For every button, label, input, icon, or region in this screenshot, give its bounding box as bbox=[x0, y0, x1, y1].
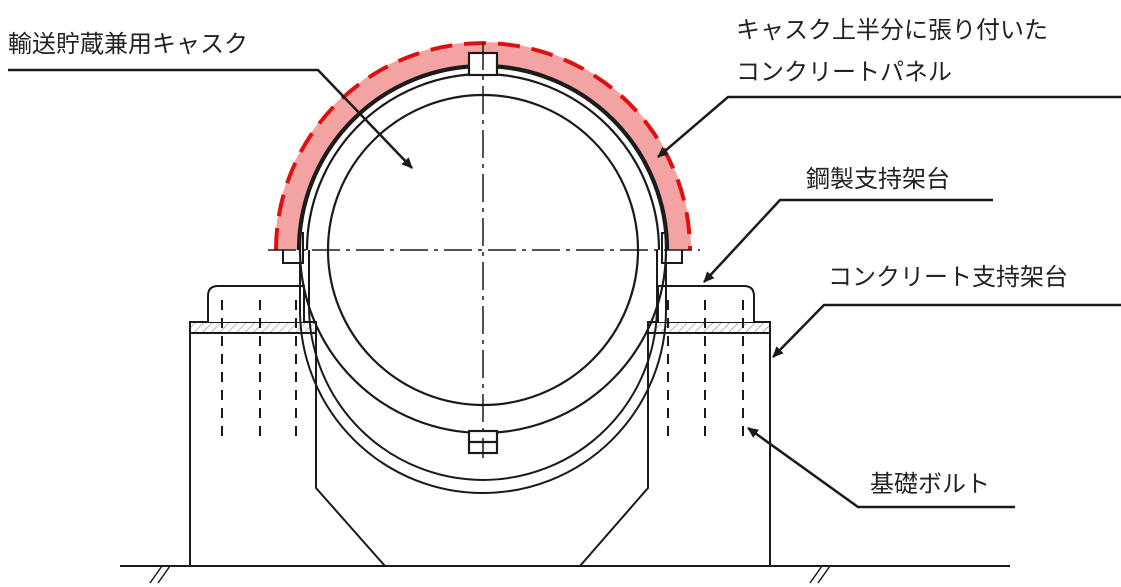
leader-anchor-bolt bbox=[747, 426, 1015, 509]
concrete-support-right bbox=[577, 285, 771, 567]
leader-cask bbox=[8, 68, 413, 169]
label-steel-support: 鋼製支持架台 bbox=[806, 165, 950, 193]
leader-lines bbox=[8, 68, 1121, 509]
leader-concrete-support bbox=[772, 303, 1121, 358]
anchor-bolts-right bbox=[667, 300, 744, 436]
label-cask: 輸送貯蔵兼用キャスク bbox=[8, 30, 248, 58]
center-lines bbox=[268, 42, 700, 458]
label-panel-line1: キャスク上半分に張り付いた bbox=[736, 16, 1048, 44]
label-anchor-bolt: 基礎ボルト bbox=[870, 470, 990, 498]
label-concrete-support: コンクリート支持架台 bbox=[828, 263, 1068, 291]
leader-panel bbox=[657, 95, 1121, 158]
anchor-bolts-left bbox=[221, 300, 297, 436]
concrete-support-left bbox=[189, 285, 388, 567]
leader-steel-support bbox=[703, 198, 993, 283]
ground-line bbox=[120, 565, 1010, 584]
label-panel-line2: コンクリートパネル bbox=[736, 58, 952, 86]
